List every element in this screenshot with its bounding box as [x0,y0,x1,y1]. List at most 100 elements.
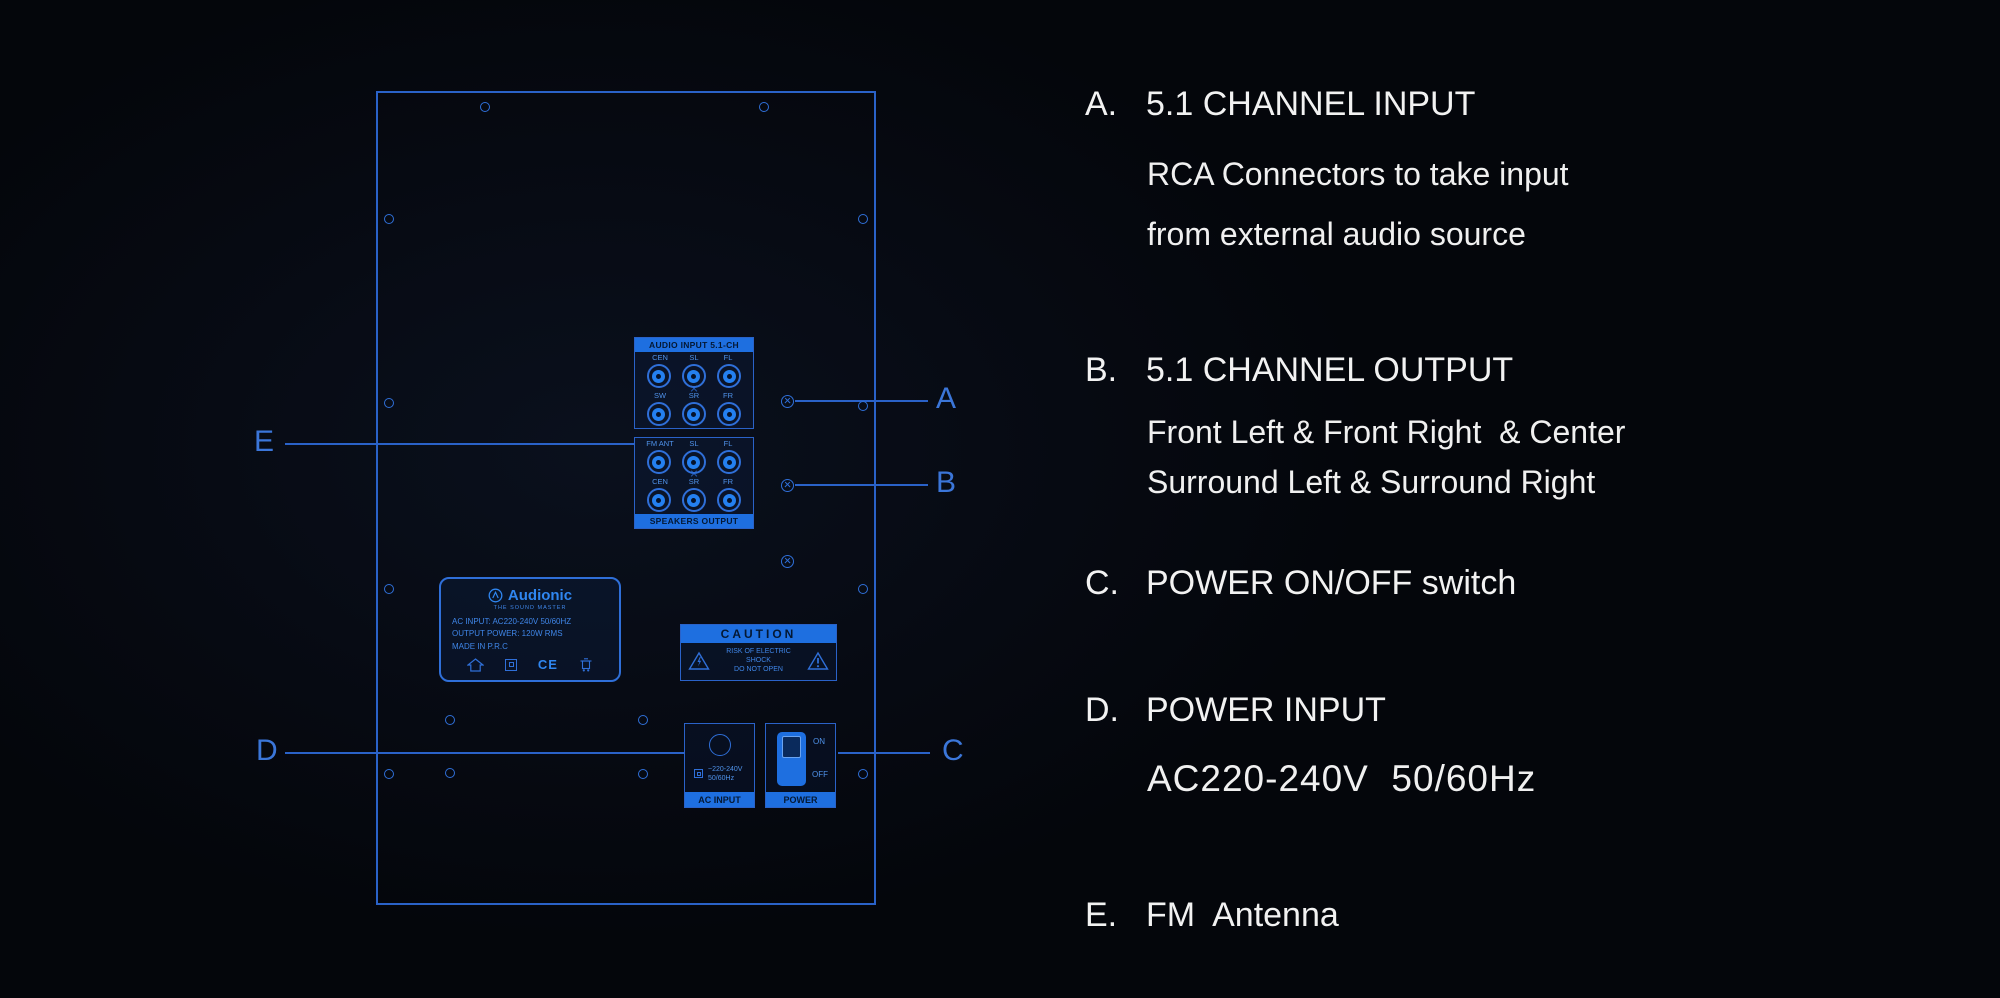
rca-connector-icon [717,364,742,388]
connector-label: FR [723,390,733,400]
rca-connector-icon [646,488,671,512]
legend-item-b-line2: Surround Left & Surround Right [1147,464,1596,500]
brand-rating-label: Audionic THE SOUND MASTER AC INPUT: AC22… [439,577,621,682]
callout-letter-b: B [936,466,957,499]
caution-label: CAUTION RISK OF ELECTRIC SHOCK DO NOT OP… [680,624,837,681]
rca-connector-icon [646,402,671,426]
class2-insulation-icon [505,658,518,671]
speakers-output-rca-row-bottom [635,486,753,514]
power-switch [777,732,806,786]
callout-line-b [795,484,928,486]
callout-letter-a: A [936,382,957,415]
power-off-label: OFF [812,770,828,779]
speaker-back-panel-outline [376,91,876,905]
weee-bin-icon [580,657,592,671]
screw-icon [445,768,455,778]
connector-label: SR [688,390,700,400]
rca-connector-icon [646,450,671,474]
legend-title: POWER INPUT [1146,691,1386,729]
audio-input-block: AUDIO INPUT 5.1-CH CEN SL FL SW SR FR [634,337,754,429]
connector-label: FL [723,438,733,448]
audio-input-title: AUDIO INPUT 5.1-CH [635,338,753,352]
legend-item-a-line1: RCA Connectors to take input [1147,156,1569,192]
house-icon [467,657,485,672]
connector-label: SL [689,438,699,448]
ac-rating-line: ~220-240V [708,766,743,773]
rating-line: AC INPUT: AC220-240V 50/60HZ [452,617,572,626]
brand-name: Audionic [507,587,573,604]
power-title: POWER [766,792,835,807]
rca-connector-icon [681,488,706,512]
legend-item-a-heading: A. 5.1 CHANNEL INPUT [1085,85,1475,124]
connector-label: FL [723,352,733,362]
rca-connector-icon [681,402,706,426]
audio-input-rca-row-top [635,362,753,390]
connector-label: SW [653,390,667,400]
phillips-screw-icon [781,395,794,408]
audionic-logo-icon [488,588,503,603]
ac-inlet-icon [709,734,731,756]
speakers-output-top-labels: FM ANT SL FL [635,438,753,448]
brand-logo-row: Audionic [441,587,619,604]
connector-label: CEN [652,476,668,486]
screw-icon [480,102,490,112]
callout-line-e [285,443,634,445]
brand-rating-lines: AC INPUT: AC220-240V 50/60HZ OUTPUT POWE… [441,616,619,653]
legend-item-d-heading: D. POWER INPUT [1085,691,1386,730]
connector-label: FM ANT [646,438,674,448]
speakers-output-title: SPEAKERS OUTPUT [635,514,753,528]
legend-title: 5.1 CHANNEL OUTPUT [1146,351,1514,389]
screw-icon [759,102,769,112]
screw-icon [638,769,648,779]
legend-item-a-line2: from external audio source [1147,216,1526,252]
rca-connector-icon [646,364,671,388]
speakers-output-rca-row-top [635,448,753,476]
callout-letter-d: D [256,734,278,767]
ce-mark: CE [537,657,558,672]
ac-rating: ~220-240V 50/60Hz [694,765,742,783]
legend-letter: E. [1085,896,1118,934]
legend-letter: B. [1085,351,1118,389]
caution-body: RISK OF ELECTRIC SHOCK DO NOT OPEN [681,643,836,674]
power-rocker [782,736,801,758]
screw-icon [858,401,868,411]
callout-letter-e: E [254,425,275,458]
ac-rating-line: 50/60Hz [708,775,735,783]
rating-line: OUTPUT POWER: 120W RMS [452,629,563,639]
screw-icon [384,584,394,594]
legend-item-b-line1: Front Left & Front Right & Center [1147,414,1626,450]
electric-shock-warning-icon [688,651,710,670]
audio-input-top-labels: CEN SL FL [635,352,753,362]
speakers-output-bottom-labels: CEN SR FR [635,476,753,486]
legend-title: POWER ON/OFF switch [1146,564,1517,602]
rca-connector-icon [717,450,742,474]
legend-item-e-heading: E. FM Antenna [1085,896,1339,935]
rating-line: MADE IN P.R.C [452,641,508,651]
legend-item-b-heading: B. 5.1 CHANNEL OUTPUT [1085,351,1513,390]
screw-icon [384,769,394,779]
screw-icon [384,214,394,224]
connector-label: SR [688,476,700,486]
callout-line-a [795,400,928,402]
ac-input-title: AC INPUT [685,792,754,807]
legend-item-c-heading: C. POWER ON/OFF switch [1085,564,1516,603]
screw-icon [384,398,394,408]
caution-title: CAUTION [681,625,836,643]
callout-line-c [838,752,930,754]
speakers-output-block: FM ANT SL FL CEN SR FR SPEAKERS OUTPUT [634,437,754,529]
brand-tagline: THE SOUND MASTER [493,605,567,611]
rca-connector-icon [717,402,742,426]
legend-letter: A. [1085,85,1118,123]
screw-icon [858,769,868,779]
connector-label: CEN [652,352,668,362]
connector-label: SL [689,352,699,362]
rca-connector-icon [717,488,742,512]
legend-title: FM Antenna [1146,896,1339,934]
rca-connector-icon [681,364,706,388]
callout-letter-c: C [942,734,964,767]
legend-title: 5.1 CHANNEL INPUT [1146,85,1476,123]
power-section: ON OFF POWER [765,723,836,808]
legend-letter: D. [1085,691,1119,729]
audio-input-rca-row-bottom [635,400,753,428]
